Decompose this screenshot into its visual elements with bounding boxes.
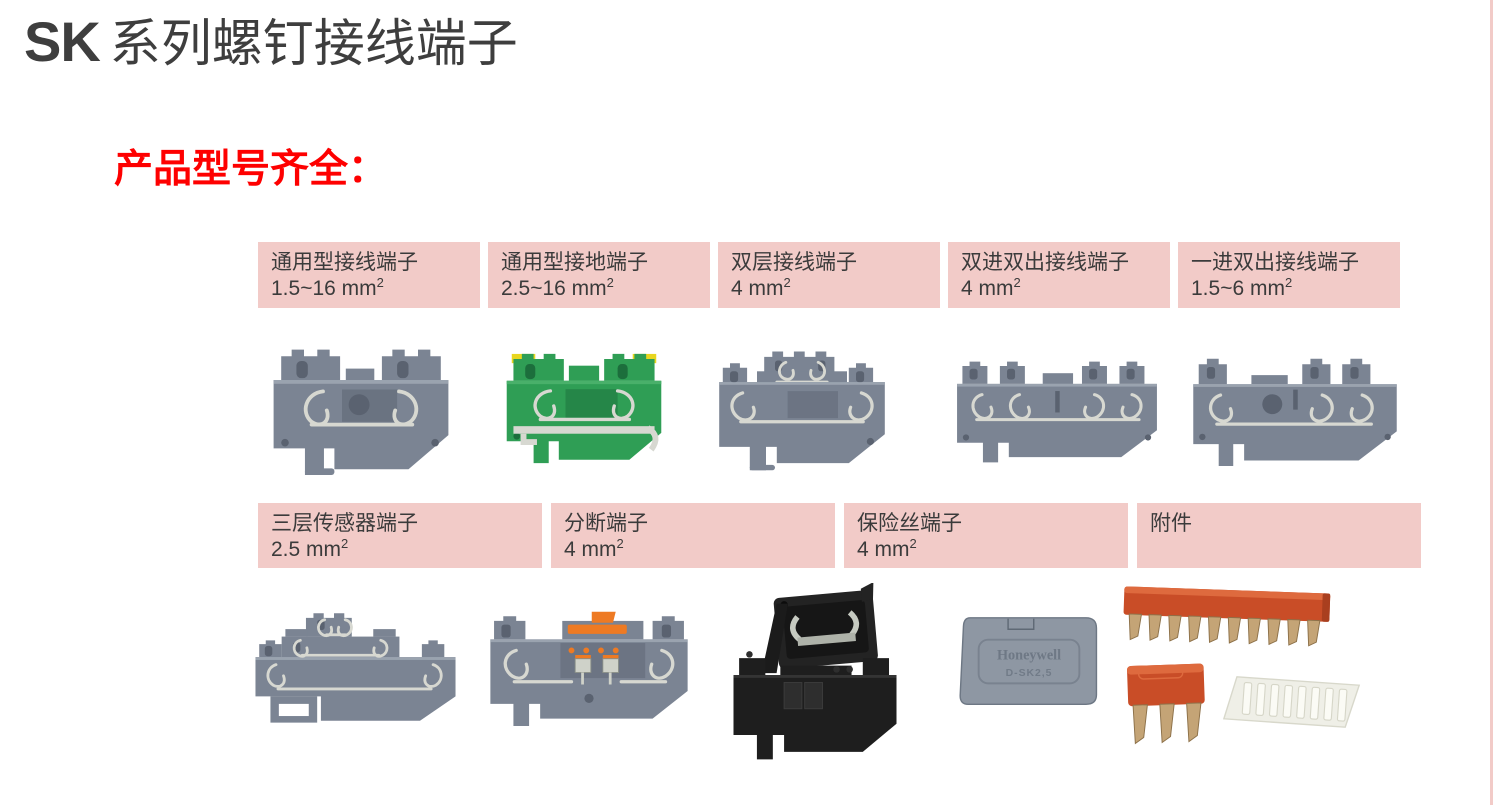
three-level-sensor-terminal-image <box>248 608 463 725</box>
category-name: 通用型接线端子 <box>271 250 418 274</box>
category-name: 双层接线端子 <box>731 250 857 274</box>
end-cover-image: Honeywell D-SK2,5 <box>953 614 1105 710</box>
category-spec: 2.5 mm2 <box>271 536 349 562</box>
category-spec: 4 mm2 <box>961 275 1021 301</box>
category-spec: 1.5~6 mm2 <box>1191 275 1293 301</box>
category-spec: 4 mm2 <box>564 536 624 562</box>
category-label-feed-through: 通用型接线端子 1.5~16 mm2 <box>258 242 480 308</box>
marker-strip-image <box>1222 672 1362 732</box>
jumper-bar-10-pole-image <box>1116 586 1338 662</box>
category-label-disconnect: 分断端子 4 mm2 <box>551 503 835 568</box>
section-subtitle: 产品型号齐全： <box>114 148 388 191</box>
feed-through-terminal-image <box>266 336 456 481</box>
category-spec: 1.5~16 mm2 <box>271 275 384 301</box>
double-level-terminal-image <box>712 344 892 476</box>
category-label-three-level-sensor: 三层传感器端子 2.5 mm2 <box>258 503 542 568</box>
category-name: 附件 <box>1150 511 1192 535</box>
ground-terminal-image <box>500 342 668 470</box>
category-name: 通用型接地端子 <box>501 250 648 274</box>
end-cover-model-text: D-SK2,5 <box>1006 668 1053 679</box>
disconnect-terminal-image <box>483 606 695 728</box>
category-name: 双进双出接线端子 <box>961 250 1129 274</box>
category-label-one-in-double-out: 一进双出接线端子 1.5~6 mm2 <box>1178 242 1400 308</box>
category-spec: 4 mm2 <box>731 275 791 301</box>
category-name: 三层传感器端子 <box>271 511 418 535</box>
one-in-double-out-terminal-image <box>1186 344 1404 468</box>
jumper-bar-3-pole-image <box>1118 660 1215 750</box>
fuse-terminal-image <box>726 583 904 767</box>
category-name: 分断端子 <box>564 511 648 535</box>
category-label-accessories: 附件 <box>1137 503 1421 568</box>
category-label-fuse: 保险丝端子 4 mm2 <box>844 503 1128 568</box>
category-label-double-level: 双层接线端子 4 mm2 <box>718 242 940 308</box>
category-name: 保险丝端子 <box>857 511 962 535</box>
title-prefix: SK <box>24 10 101 73</box>
category-spec: 2.5~16 mm2 <box>501 275 614 301</box>
title-text: 系列螺钉接线端子 <box>109 17 518 73</box>
double-in-double-out-terminal-image <box>946 350 1168 466</box>
category-label-ground: 通用型接地端子 2.5~16 mm2 <box>488 242 710 308</box>
end-cover-brand-text: Honeywell <box>997 648 1061 664</box>
category-spec: 4 mm2 <box>857 536 917 562</box>
category-label-double-in-double-out: 双进双出接线端子 4 mm2 <box>948 242 1170 308</box>
category-name: 一进双出接线端子 <box>1191 250 1359 274</box>
right-edge-stripe <box>1490 0 1493 805</box>
